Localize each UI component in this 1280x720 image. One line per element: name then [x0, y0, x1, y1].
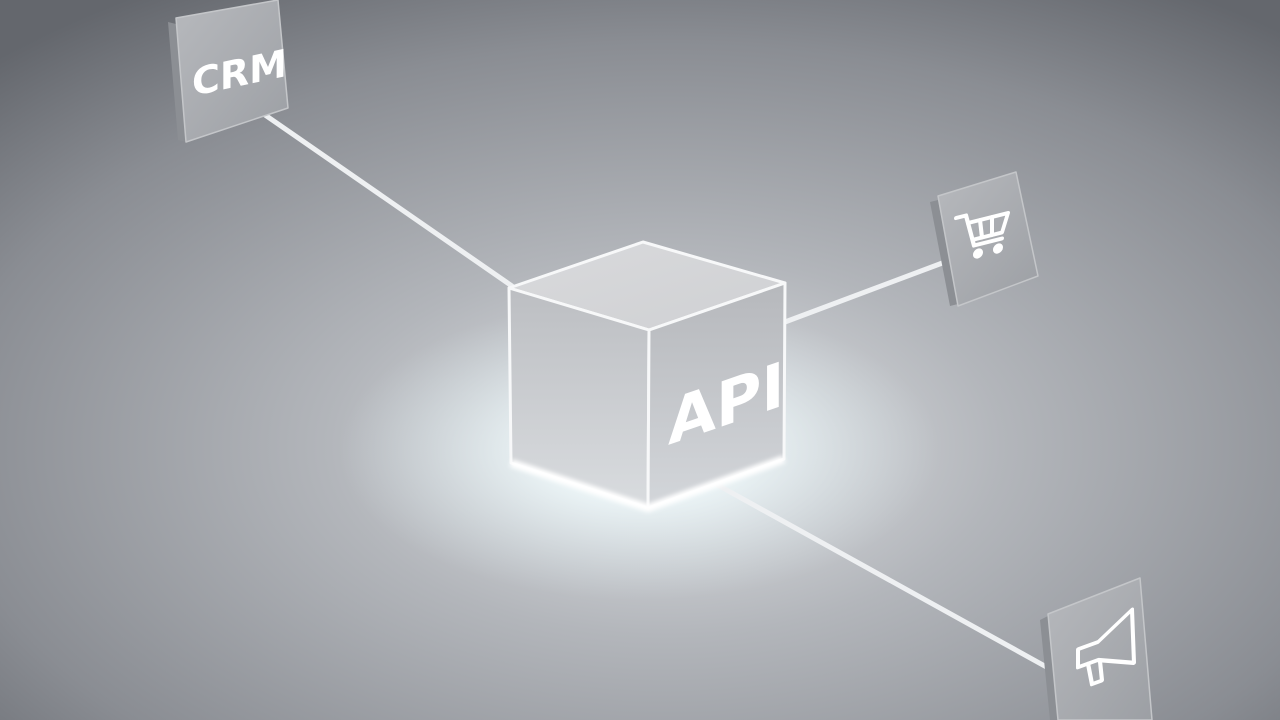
connectors [252, 105, 1073, 683]
shop-node [930, 171, 1039, 307]
api-block: API [507, 240, 787, 513]
crm-tile [175, 0, 289, 143]
shop-tile-side [930, 200, 958, 306]
shopping-cart-icon [954, 210, 1010, 259]
megaphone-icon [1076, 607, 1136, 687]
api-block-base-glow [509, 455, 786, 513]
marketing-node [1040, 577, 1153, 720]
crm-node: CRM [168, 0, 289, 143]
crm-tile-side [168, 22, 186, 142]
connector-marketing [702, 475, 1073, 683]
connector-crm [252, 105, 515, 289]
shop-tile [937, 171, 1039, 307]
connector-shop [782, 259, 948, 325]
